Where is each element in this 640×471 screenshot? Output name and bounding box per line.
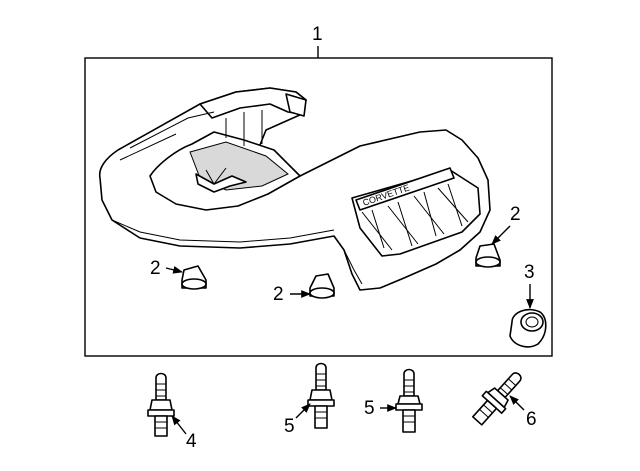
grommet-right — [475, 243, 501, 268]
engine-cover: CORVETTE — [98, 87, 491, 291]
callout-2-left-label: 2 — [150, 258, 161, 279]
stud-left — [147, 372, 175, 437]
callout-6-label: 6 — [526, 409, 537, 430]
stud-right — [395, 368, 423, 433]
callout-2-right-label: 2 — [510, 204, 521, 225]
callout-2-center-label: 2 — [273, 284, 284, 305]
callout-5-center-arrow — [295, 403, 311, 419]
callout-5-right-label: 5 — [364, 398, 375, 419]
grommet-left — [181, 265, 207, 290]
insulator — [509, 308, 547, 348]
callout-1-label: 1 — [312, 24, 323, 45]
callout-4-arrow — [171, 415, 187, 435]
stud-angled — [472, 372, 522, 426]
callout-2-left-arrow — [165, 266, 183, 274]
grommet-center — [309, 273, 335, 299]
callout-6-arrow — [509, 395, 525, 411]
stud-center — [307, 362, 335, 429]
callout-2-right-arrow — [491, 225, 511, 245]
assembly-frame — [84, 57, 553, 357]
callout-5-center-label: 5 — [284, 416, 295, 437]
callout-4-label: 4 — [186, 431, 197, 452]
callout-3-label: 3 — [524, 262, 535, 283]
